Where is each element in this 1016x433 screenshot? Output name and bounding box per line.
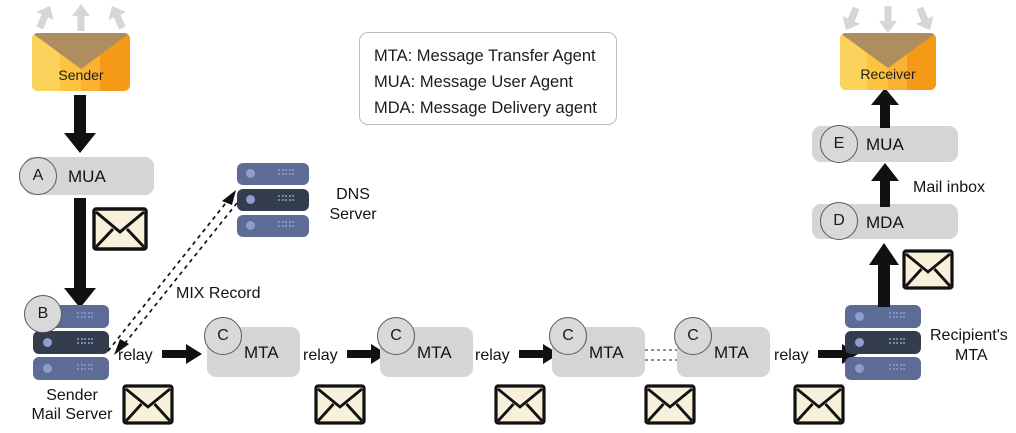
dns-query-arrows [100,185,260,355]
stage-label-mta-4: MTA [714,343,749,362]
mail-icon-bottom-2 [314,384,366,425]
label-dns-line2: Server [329,206,377,223]
relay-label-4: relay [774,347,809,364]
mail-icon-bottom-4 [644,384,696,425]
legend-line-mda: MDA: Message Delivery agent [374,99,597,117]
step-circle-d: D [820,202,858,240]
arrow-recipientmta-to-mda [866,243,902,307]
mail-icon-mua-out [92,207,148,251]
relay-label-1: relay [118,347,153,364]
label-sender-mail-server-line2: Mail Server [31,406,113,423]
arrow-relay-3 [519,344,559,364]
arrow-mua-to-mailserver [58,198,102,308]
mail-icon-bottom-5 [793,384,845,425]
arrow-relay-2 [347,344,387,364]
server-recipient-mta[interactable] [845,305,921,381]
relay-label-3: relay [475,347,510,364]
step-circle-c-3: C [549,317,587,355]
receiver-envelope-label: Receiver [860,66,916,82]
label-dns-line1: DNS [336,186,370,203]
label-mail-inbox: Mail inbox [913,179,986,196]
stage-label-mta-1: MTA [244,343,279,362]
mail-icon-bottom-3 [494,384,546,425]
step-circle-b: B [24,295,62,333]
arrow-mua-to-receiver [869,88,901,128]
mail-icon-bottom-1 [122,384,174,425]
legend-line-mta: MTA: Message Transfer Agent [374,47,596,65]
label-recipient-mta-line1: Recipient's [930,327,1008,344]
receiver-incoming-arrows [835,2,941,36]
step-circle-c-1: C [204,317,242,355]
step-circle-c-4: C [674,317,712,355]
label-mix-record: MIX Record [176,285,261,302]
arrow-mda-to-mua [869,163,901,207]
legend-line-mua: MUA: Message User Agent [374,73,573,91]
arrow-relay-1 [162,344,202,364]
stage-label-mta-3: MTA [589,343,624,362]
stage-label-mua-receiver: MUA [866,135,904,154]
relay-label-2: relay [303,347,338,364]
sender-envelope-label: Sender [58,67,104,83]
mail-icon-recipient-mta [902,249,954,290]
step-circle-e: E [820,125,858,163]
server-dns[interactable] [237,163,309,237]
step-circle-c-2: C [377,317,415,355]
stage-label-mda: MDA [866,213,904,232]
sender-outgoing-arrows [28,2,134,36]
receiver-envelope-icon: Receiver [840,33,936,90]
dotted-continuation-link [645,346,677,364]
step-circle-a: A [19,157,57,195]
label-recipient-mta-line2: MTA [955,347,988,364]
arrow-sender-to-mua [58,95,102,153]
sender-envelope-icon: Sender [32,33,130,91]
label-sender-mail-server-line1: Sender [46,387,98,404]
legend-box: MTA: Message Transfer Agent MUA: Message… [359,32,617,125]
stage-label-mta-2: MTA [417,343,452,362]
stage-label-mua-sender: MUA [68,167,106,186]
